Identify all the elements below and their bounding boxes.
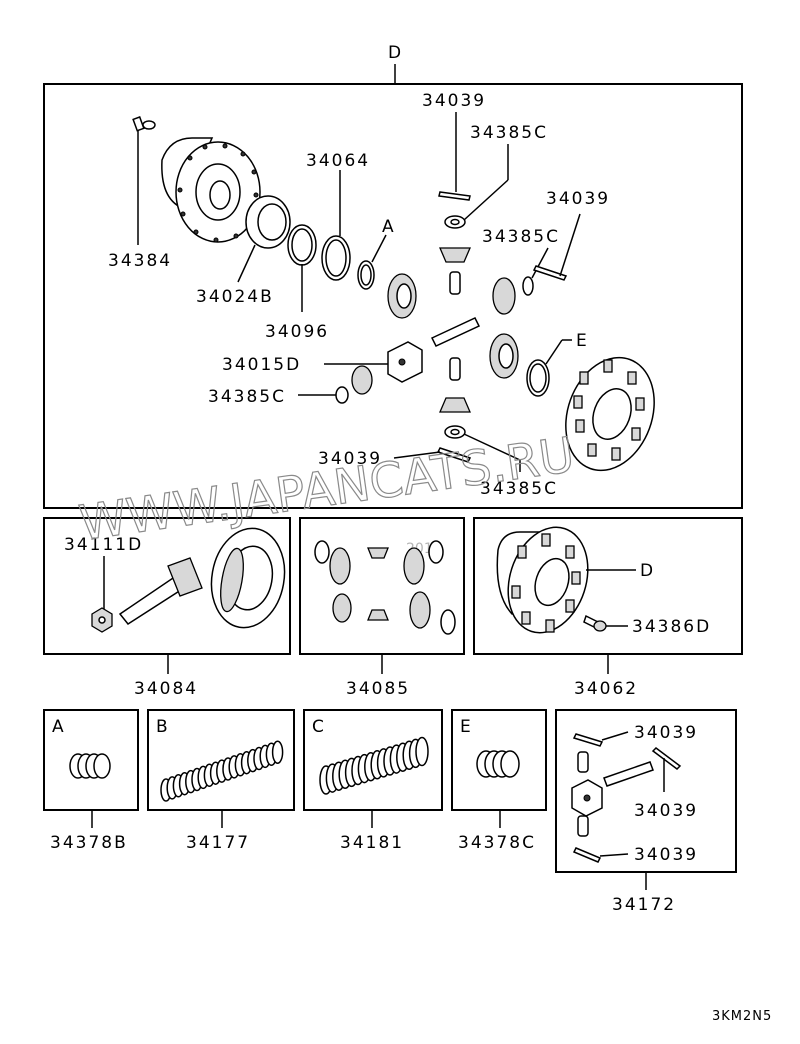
label-34385c-top: 34385C [470, 123, 548, 143]
watermark: WWW.JAPANCATS.RU [76, 427, 578, 552]
sub-assembly-34084: 34111D 34084 [43, 517, 292, 699]
differential-flange[interactable] [551, 345, 670, 483]
spring-a[interactable] [69, 753, 111, 779]
pinion-gear-bottom[interactable] [439, 397, 471, 413]
label-e: E [576, 331, 589, 351]
label-34039-bottom: 34039 [318, 449, 382, 469]
frame-spring-c [303, 709, 443, 811]
sub-assembly-34062: D 34386D 34062 [473, 517, 743, 699]
shim-34064[interactable] [321, 170, 351, 281]
frame-spring-a [43, 709, 139, 811]
thrust-washer-right[interactable] [522, 247, 549, 296]
main-assembly-label: D [388, 43, 403, 63]
label-a: A [382, 217, 396, 237]
ring-gear[interactable] [204, 523, 292, 634]
differential-case-assembly[interactable] [495, 517, 601, 643]
spring-kit-e: E 34378C [451, 709, 547, 853]
side-gear-right-lower[interactable] [489, 333, 519, 379]
pinion-gear-left-lower[interactable] [351, 365, 373, 395]
spring-b-part-number: 34177 [186, 833, 250, 853]
spring-e-part-number: 34378C [458, 833, 536, 853]
pin-kit-label-1: 34039 [634, 723, 698, 743]
washer-34096[interactable] [287, 224, 317, 312]
spring-kit-c: C 34181 [303, 709, 443, 853]
frame-34084 [43, 517, 291, 655]
frame-34085 [299, 517, 465, 655]
main-assembly-frame [43, 83, 743, 509]
spring-c[interactable] [319, 736, 429, 795]
label-34039-right: 34039 [546, 189, 610, 209]
main-assembly: D 34384 34024B [43, 43, 743, 509]
label-34024b: 34024B [196, 287, 274, 307]
label-34384: 34384 [108, 251, 172, 271]
pin-kit-block[interactable] [571, 779, 603, 817]
label-34111d: 34111D [64, 535, 143, 555]
thrust-washer-top[interactable] [444, 215, 466, 229]
part-number-34085: 34085 [346, 679, 410, 699]
frame-spring-b [147, 709, 295, 811]
spring-b[interactable] [160, 740, 284, 802]
spring-b-letter: B [156, 717, 170, 737]
diagram-code: 3KM2N5 [712, 1009, 772, 1024]
pin-kit-pin-1[interactable] [572, 731, 629, 747]
nut-34111d[interactable] [91, 607, 113, 633]
spring-e[interactable] [476, 750, 520, 778]
bearing-34024b[interactable] [237, 195, 291, 283]
label-34385c-left: 34385C [208, 387, 286, 407]
label-34386d: 34386D [632, 617, 711, 637]
part-number-34062: 34062 [574, 679, 638, 699]
pinion-shaft[interactable] [430, 317, 481, 347]
spring-a-part-number: 34378B [50, 833, 128, 853]
pin-kit-34172: 34039 34039 34039 34172 [555, 709, 737, 915]
bolt-34386d[interactable] [583, 614, 628, 632]
spring-coil [415, 736, 429, 767]
label-34385c-right: 34385C [482, 227, 560, 247]
ring-a[interactable] [357, 234, 387, 290]
spring-c-part-number: 34181 [340, 833, 404, 853]
pin-kit-pin-3[interactable] [572, 847, 629, 863]
thrust-washer-left[interactable] [298, 386, 349, 404]
side-gear-left[interactable] [387, 273, 417, 319]
spring-e-letter: E [460, 717, 473, 737]
spring-c-letter: C [312, 717, 326, 737]
spring-coil [271, 740, 284, 764]
pinion-gear-top[interactable] [439, 247, 471, 263]
label-34385c-bottom: 34385C [480, 479, 558, 499]
pin-kit-part-number: 34172 [612, 895, 676, 915]
spring-a-letter: A [52, 717, 66, 737]
side-gear-right-upper[interactable] [492, 277, 516, 315]
label-34064: 34064 [306, 151, 370, 171]
pin-kit-shaft[interactable] [603, 761, 654, 787]
label-d-62: D [640, 561, 655, 581]
pin-lower[interactable] [449, 357, 461, 381]
pin-upper[interactable] [449, 271, 461, 295]
pin-34039-top[interactable] [438, 112, 471, 201]
spring-kit-b: B 34177 [147, 709, 295, 853]
differential-case[interactable] [161, 137, 261, 243]
label-34039-top: 34039 [422, 91, 486, 111]
label-34096: 34096 [265, 322, 329, 342]
drive-pinion[interactable] [118, 557, 203, 625]
spring-kit-a: A 34378B [43, 709, 139, 853]
pin-34039-bottom[interactable] [393, 447, 472, 463]
pin-kit-sleeves[interactable] [577, 751, 589, 837]
block-34015d[interactable] [324, 341, 423, 383]
frame-spring-e [451, 709, 547, 811]
pin-34039-right[interactable] [532, 213, 581, 281]
pin-kit-label-2: 34039 [634, 801, 698, 821]
ring-e[interactable] [526, 339, 572, 397]
label-34015d: 34015D [222, 355, 301, 375]
part-number-34084: 34084 [134, 679, 198, 699]
sub-assembly-34085: 2016 34085 [299, 517, 465, 699]
pin-kit-label-3: 34039 [634, 845, 698, 865]
bolt-34384[interactable] [132, 116, 156, 245]
pin-kit-pin-2[interactable] [651, 747, 682, 792]
thrust-washer-bottom[interactable] [444, 425, 466, 439]
gear-set[interactable] [314, 540, 456, 635]
